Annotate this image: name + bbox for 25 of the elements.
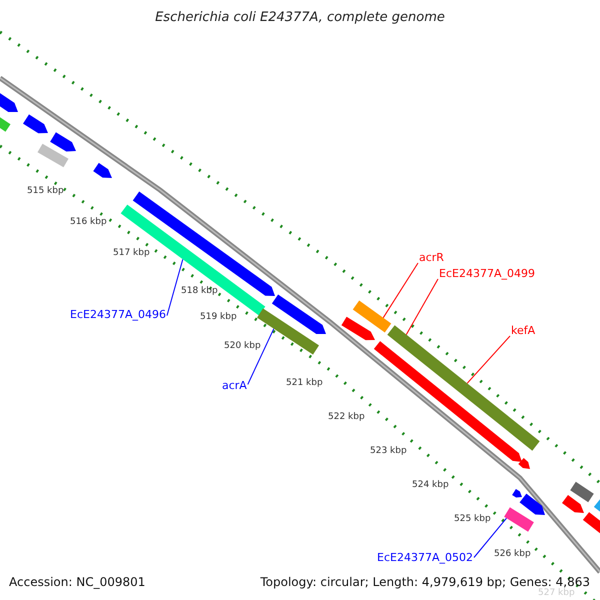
leader-line	[474, 518, 507, 558]
gene-feature	[352, 300, 392, 332]
scale-label: 518 kbp	[181, 287, 218, 296]
field-label: Topology: circular; Length: 4,979,619 bp; Genes: 4,863	[260, 576, 590, 588]
gene-label: EcE24377A_0502	[377, 552, 473, 563]
gene-label: acrA	[222, 380, 247, 391]
leader-line	[466, 336, 510, 384]
leader-line	[247, 328, 274, 385]
leader-line	[382, 262, 418, 318]
field-label: Accession: NC_009801	[9, 576, 146, 588]
scale-label: 517 kbp	[113, 249, 150, 258]
gene-label: kefA	[511, 325, 536, 336]
leader-line	[166, 258, 184, 316]
gene-label: acrR	[419, 252, 444, 263]
title: Escherichia coli E24377A, complete genome	[154, 11, 446, 24]
scale-label: 520 kbp	[224, 342, 261, 351]
scale-label: 526 kbp	[494, 550, 531, 559]
gene-feature	[504, 507, 534, 532]
scale-label: 519 kbp	[200, 313, 237, 322]
scale-label: 515 kbp	[27, 187, 64, 196]
scale-label: 524 kbp	[412, 481, 449, 490]
gene-label: EcE24377A_0496	[70, 309, 166, 320]
leader-line	[406, 278, 438, 336]
gene-label: EcE24377A_0499	[439, 268, 535, 279]
scale-label: 523 kbp	[370, 447, 407, 456]
